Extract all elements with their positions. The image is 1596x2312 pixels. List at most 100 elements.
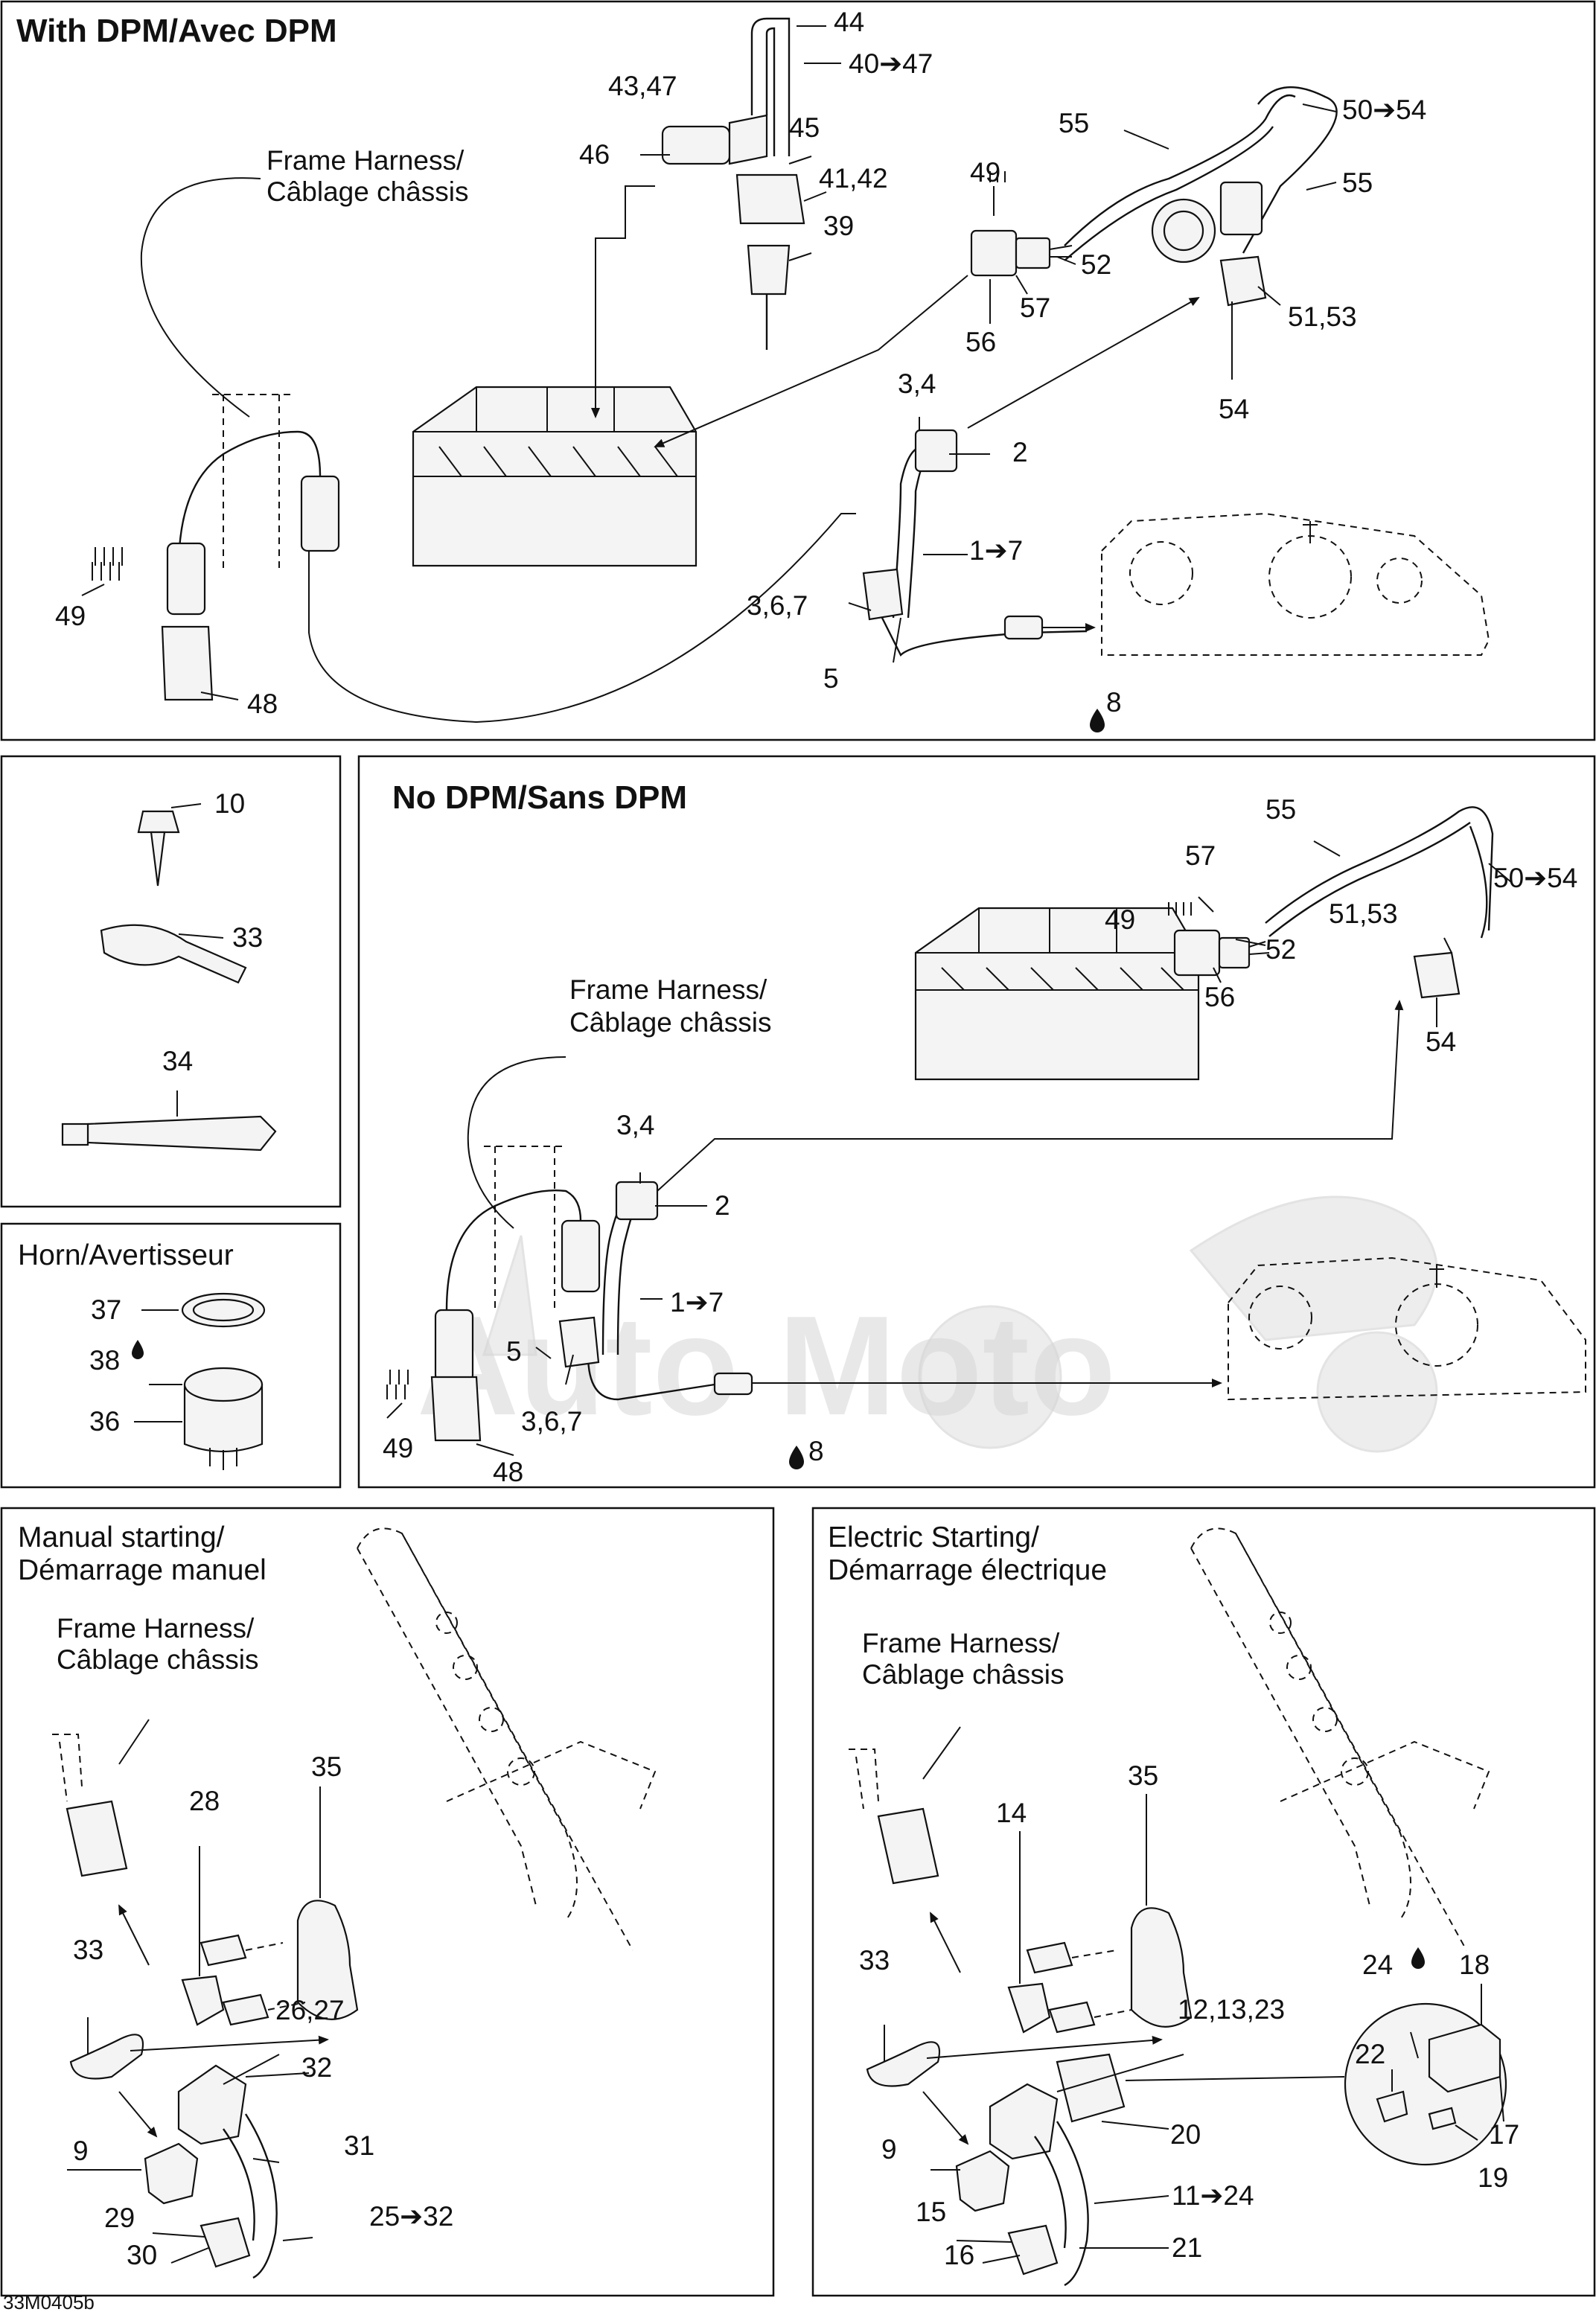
clip-33-manual	[69, 2034, 144, 2080]
label-9-manual: 9	[73, 2136, 89, 2166]
connector-41-42	[735, 173, 805, 225]
connector-56	[970, 229, 1018, 277]
frame-harness-fr-3: Câblage châssis	[57, 1644, 258, 1675]
manual-title-en: Manual starting/	[18, 1521, 225, 1553]
relay-9-manual	[144, 2142, 199, 2205]
sensor-8	[1003, 615, 1044, 640]
electric-title-en: Electric Starting/	[828, 1521, 1039, 1553]
label-25-32: 25➔32	[369, 2201, 453, 2232]
frame-connector	[166, 542, 206, 616]
label-46: 46	[579, 139, 610, 170]
label-17: 17	[1489, 2119, 1519, 2150]
label-2-nodpm: 2	[715, 1190, 730, 1221]
label-48: 48	[247, 689, 278, 719]
connector-48-nodpm	[430, 1376, 482, 1442]
connector-51-53-nodpm	[1413, 951, 1461, 999]
label-55-b: 55	[1342, 167, 1373, 198]
electric-title-fr: Démarrage électrique	[828, 1554, 1107, 1586]
label-38: 38	[89, 1345, 120, 1376]
frame-no-dpm	[357, 755, 1596, 1489]
label-11-24: 11➔24	[1172, 2180, 1254, 2211]
frame-with-dpm	[0, 0, 1596, 741]
label-14: 14	[996, 1798, 1027, 1828]
label-52: 52	[1081, 249, 1111, 280]
label-49-a-nodpm: 49	[1105, 904, 1135, 935]
label-9-electric: 9	[881, 2134, 897, 2165]
frame-horn	[0, 1222, 342, 1489]
oil-drop-icon	[1411, 1947, 1425, 1969]
label-31: 31	[344, 2130, 374, 2161]
plate-35-electric	[1130, 1907, 1193, 2028]
frame-harness-en-4: Frame Harness/	[862, 1628, 1060, 1658]
connector-57	[1015, 237, 1051, 269]
label-36: 36	[89, 1406, 120, 1437]
connector-3-6-7-nodpm	[558, 1316, 600, 1368]
label-20: 20	[1170, 2119, 1201, 2150]
label-50-54: 50➔54	[1342, 95, 1426, 125]
connector-57-nodpm	[1218, 936, 1251, 969]
no-dpm-drawing	[386, 806, 1586, 1469]
watermark: Auto Moto	[417, 1195, 1438, 1453]
connector-43-47	[661, 125, 731, 165]
frame-harness-fr-2: Câblage châssis	[569, 1007, 771, 1038]
frame-electric-starting	[811, 1507, 1596, 2297]
connector-3-4	[914, 429, 958, 473]
frame-manual-starting	[0, 1507, 775, 2297]
watermark-text: Auto Moto	[417, 1287, 1116, 1445]
label-28: 28	[189, 1786, 220, 1816]
misc-drawing	[61, 803, 277, 1152]
label-44: 44	[834, 7, 864, 37]
horn-36	[183, 1383, 264, 1453]
relay-12-13-23	[989, 2083, 1059, 2160]
sensor-39	[747, 244, 791, 296]
label-3-6-7: 3,6,7	[747, 590, 808, 621]
label-18: 18	[1459, 1949, 1490, 1980]
oil-drop-icon	[1090, 709, 1105, 732]
label-33-electric: 33	[859, 1945, 890, 1976]
label-1-7: 1➔7	[969, 535, 1023, 566]
manual-title-fr: Démarrage manuel	[18, 1554, 266, 1586]
label-10: 10	[214, 788, 245, 819]
oil-drop-icon	[132, 1340, 144, 1359]
label-55-a: 55	[1059, 108, 1089, 138]
clip-33-electric	[866, 2041, 941, 2087]
label-32: 32	[301, 2052, 332, 2083]
label-3-6-7-nodpm: 3,6,7	[521, 1406, 582, 1437]
switch-28	[181, 1975, 225, 2026]
relay-9-electric	[955, 2150, 1010, 2212]
connector-48	[161, 625, 214, 701]
label-56-nodpm: 56	[1204, 982, 1235, 1012]
label-29: 29	[104, 2203, 135, 2233]
label-43-47: 43,47	[608, 71, 677, 101]
label-22: 22	[1355, 2039, 1385, 2069]
label-49-b: 49	[55, 601, 86, 631]
frame-connector-nodpm	[561, 1219, 601, 1293]
oil-drop-icon	[789, 1446, 804, 1469]
label-37: 37	[91, 1294, 121, 1325]
with-dpm-drawing	[81, 17, 1490, 732]
label-56: 56	[965, 327, 996, 357]
label-5: 5	[823, 663, 839, 694]
label-34: 34	[162, 1046, 193, 1076]
label-33-misc: 33	[232, 922, 263, 953]
label-8: 8	[1106, 687, 1122, 718]
frame-harness-en-2: Frame Harness/	[569, 974, 767, 1005]
connector-56-nodpm	[1173, 929, 1221, 977]
label-54: 54	[1219, 394, 1249, 424]
ecm-module	[412, 386, 698, 567]
label-19: 19	[1478, 2162, 1508, 2193]
fuse-22	[1376, 2090, 1408, 2123]
manual-drawing	[52, 1527, 657, 2279]
relay-26-27	[177, 2064, 247, 2145]
label-45: 45	[789, 112, 820, 143]
horn-drawing	[132, 1292, 266, 1470]
label-30: 30	[127, 2240, 157, 2270]
label-40-47: 40➔47	[849, 48, 933, 79]
label-35-manual: 35	[311, 1751, 342, 1782]
connector-29-30	[200, 2217, 251, 2268]
screw-10	[137, 810, 180, 834]
label-12-13-23: 12,13,23	[1178, 1994, 1285, 2025]
label-3-4: 3,4	[898, 368, 936, 399]
label-15: 15	[916, 2197, 946, 2227]
